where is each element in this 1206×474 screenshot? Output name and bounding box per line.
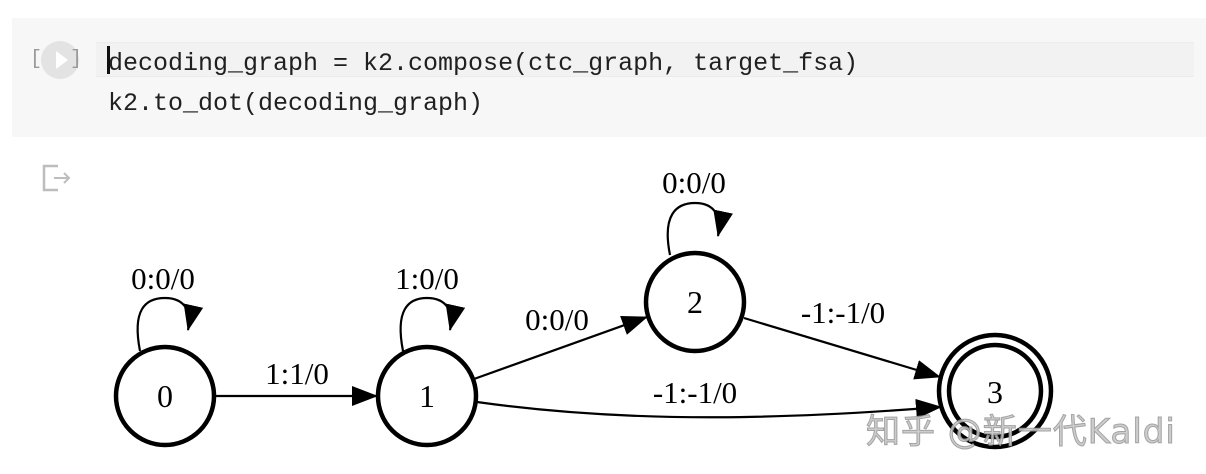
active-line-highlight xyxy=(96,42,1194,77)
code-line-2: k2.to_dot(decoding_graph) xyxy=(108,89,484,118)
edge-1-1: 1:0/0 xyxy=(395,261,466,352)
execution-count-bracket-left: [ xyxy=(30,48,43,71)
state-label: 0 xyxy=(157,378,173,414)
code-cell[interactable] xyxy=(12,18,1206,137)
edge-2-3: -1:-1/0 xyxy=(743,295,941,380)
state-node-0: 0 xyxy=(113,344,217,448)
edge-label: 1:0/0 xyxy=(395,261,459,296)
edge-label: -1:-1/0 xyxy=(801,295,885,330)
edge-label: -1:-1/0 xyxy=(653,375,737,410)
play-icon xyxy=(56,51,68,69)
state-label: 1 xyxy=(419,378,435,414)
code-editor[interactable]: decoding_graph = k2.compose(ctc_graph, t… xyxy=(108,44,858,124)
edge-1-2: 0:0/0 xyxy=(473,302,648,381)
edge-label: 0:0/0 xyxy=(525,302,589,337)
edge-label: 1:1/0 xyxy=(265,356,329,391)
watermark: 知乎 @新一代Kaldi xyxy=(866,412,1176,453)
text-cursor xyxy=(107,46,110,74)
output-redirect-icon[interactable] xyxy=(40,163,76,193)
edge-0-1: 1:1/0 xyxy=(214,356,378,406)
state-node-1: 1 xyxy=(375,344,479,448)
state-node-2: 2 xyxy=(643,250,747,354)
edge-label: 0:0/0 xyxy=(131,261,195,296)
edge-0-0: 0:0/0 xyxy=(131,261,204,352)
edge-1-3: -1:-1/0 xyxy=(476,375,942,419)
edge-2-2: 0:0/0 xyxy=(662,165,733,256)
state-label: 2 xyxy=(687,284,703,320)
execution-count-bracket-right: ] xyxy=(69,48,82,71)
state-node-3-final: 3 xyxy=(936,332,1054,450)
code-line-1: decoding_graph = k2.compose(ctc_graph, t… xyxy=(108,49,859,78)
run-cell-button[interactable]: [ ] xyxy=(28,40,84,80)
state-label: 3 xyxy=(987,374,1003,410)
edge-label: 0:0/0 xyxy=(662,165,726,200)
